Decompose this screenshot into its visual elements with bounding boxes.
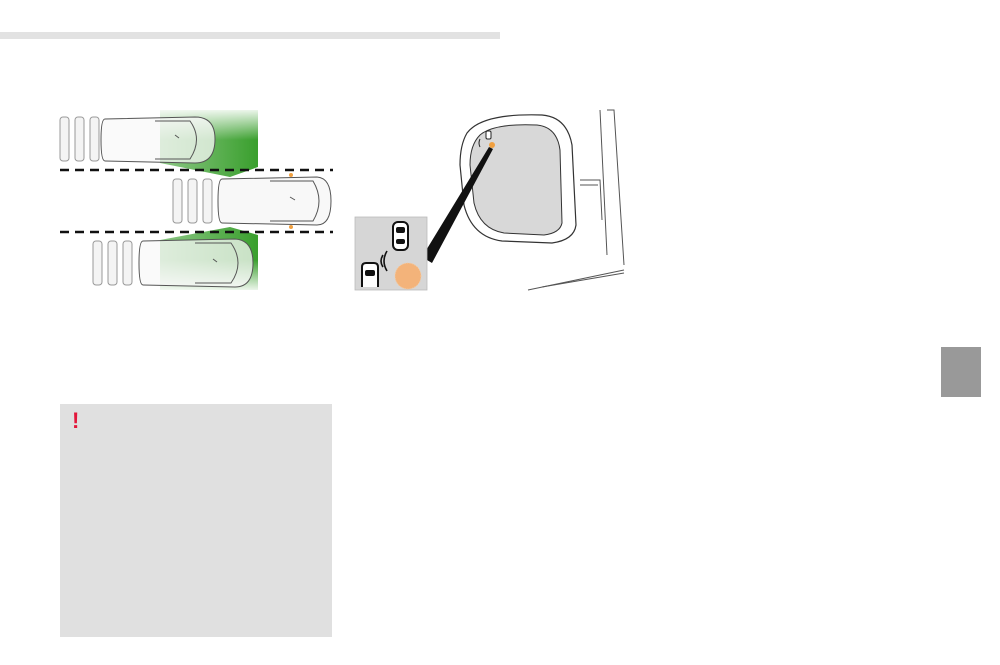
exclamation-icon: ! xyxy=(72,408,80,433)
mirror-indicator xyxy=(478,130,495,148)
chapter-tab xyxy=(941,347,981,397)
door-mirror-illustration xyxy=(354,109,625,291)
vehicle-own xyxy=(172,173,332,229)
vehicle-lane-left xyxy=(59,116,216,164)
mirror-glass xyxy=(469,124,563,236)
vehicle-lane-right xyxy=(92,238,254,288)
warning-panel: ! xyxy=(60,404,332,637)
indicator-inset xyxy=(354,216,428,291)
header-rule xyxy=(0,32,500,39)
blind-spot-zones-illustration xyxy=(59,110,333,290)
